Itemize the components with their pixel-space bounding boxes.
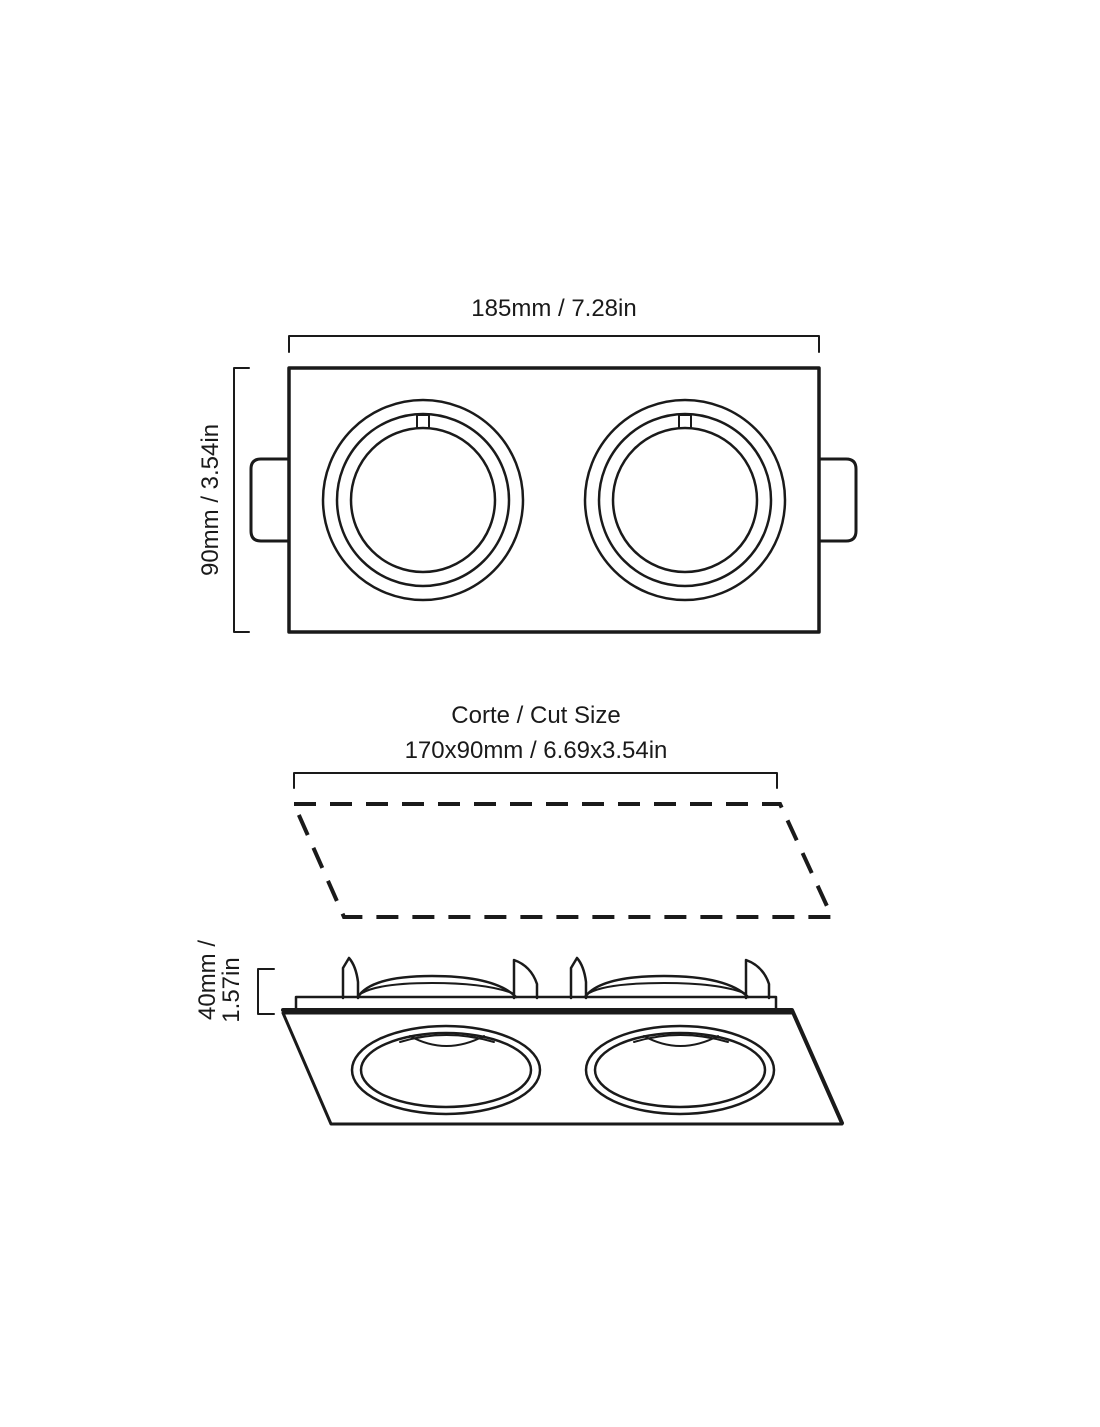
left-lamp-opening: [350, 1024, 542, 1116]
left-housing: [341, 956, 539, 1000]
depth-label-line2: 1.57in: [218, 957, 245, 1022]
left-lamp-top: [321, 398, 525, 602]
height-dimension-label: 90mm / 3.54in: [197, 424, 224, 576]
cut-size-title: Corte / Cut Size: [451, 702, 620, 729]
side-view: 40mm / 1.57in: [194, 940, 844, 1126]
top-view: 185mm / 7.28in 90mm / 3.54in: [197, 295, 858, 634]
width-dimension-bracket: [288, 335, 820, 353]
frame-perspective-edge: [281, 1008, 844, 1125]
right-lamp-opening: [584, 1024, 776, 1116]
frame-perspective: [281, 1011, 844, 1126]
depth-dimension-bracket: [257, 968, 275, 1015]
right-housing: [569, 956, 771, 1000]
cut-outline-dashed: [290, 802, 836, 919]
left-mounting-clip: [249, 457, 291, 543]
depth-label-line1: 40mm /: [194, 940, 221, 1020]
height-dimension-bracket: [233, 367, 250, 633]
frame-outline: [287, 366, 821, 634]
right-mounting-clip: [817, 457, 858, 543]
cut-size-bracket: [293, 772, 778, 789]
width-dimension-label: 185mm / 7.28in: [471, 295, 636, 322]
right-lamp-top: [583, 398, 787, 602]
back-plate: [294, 995, 778, 1011]
cut-size-view: Corte / Cut Size 170x90mm / 6.69x3.54in: [290, 702, 836, 919]
cut-size-dimensions: 170x90mm / 6.69x3.54in: [405, 737, 668, 764]
